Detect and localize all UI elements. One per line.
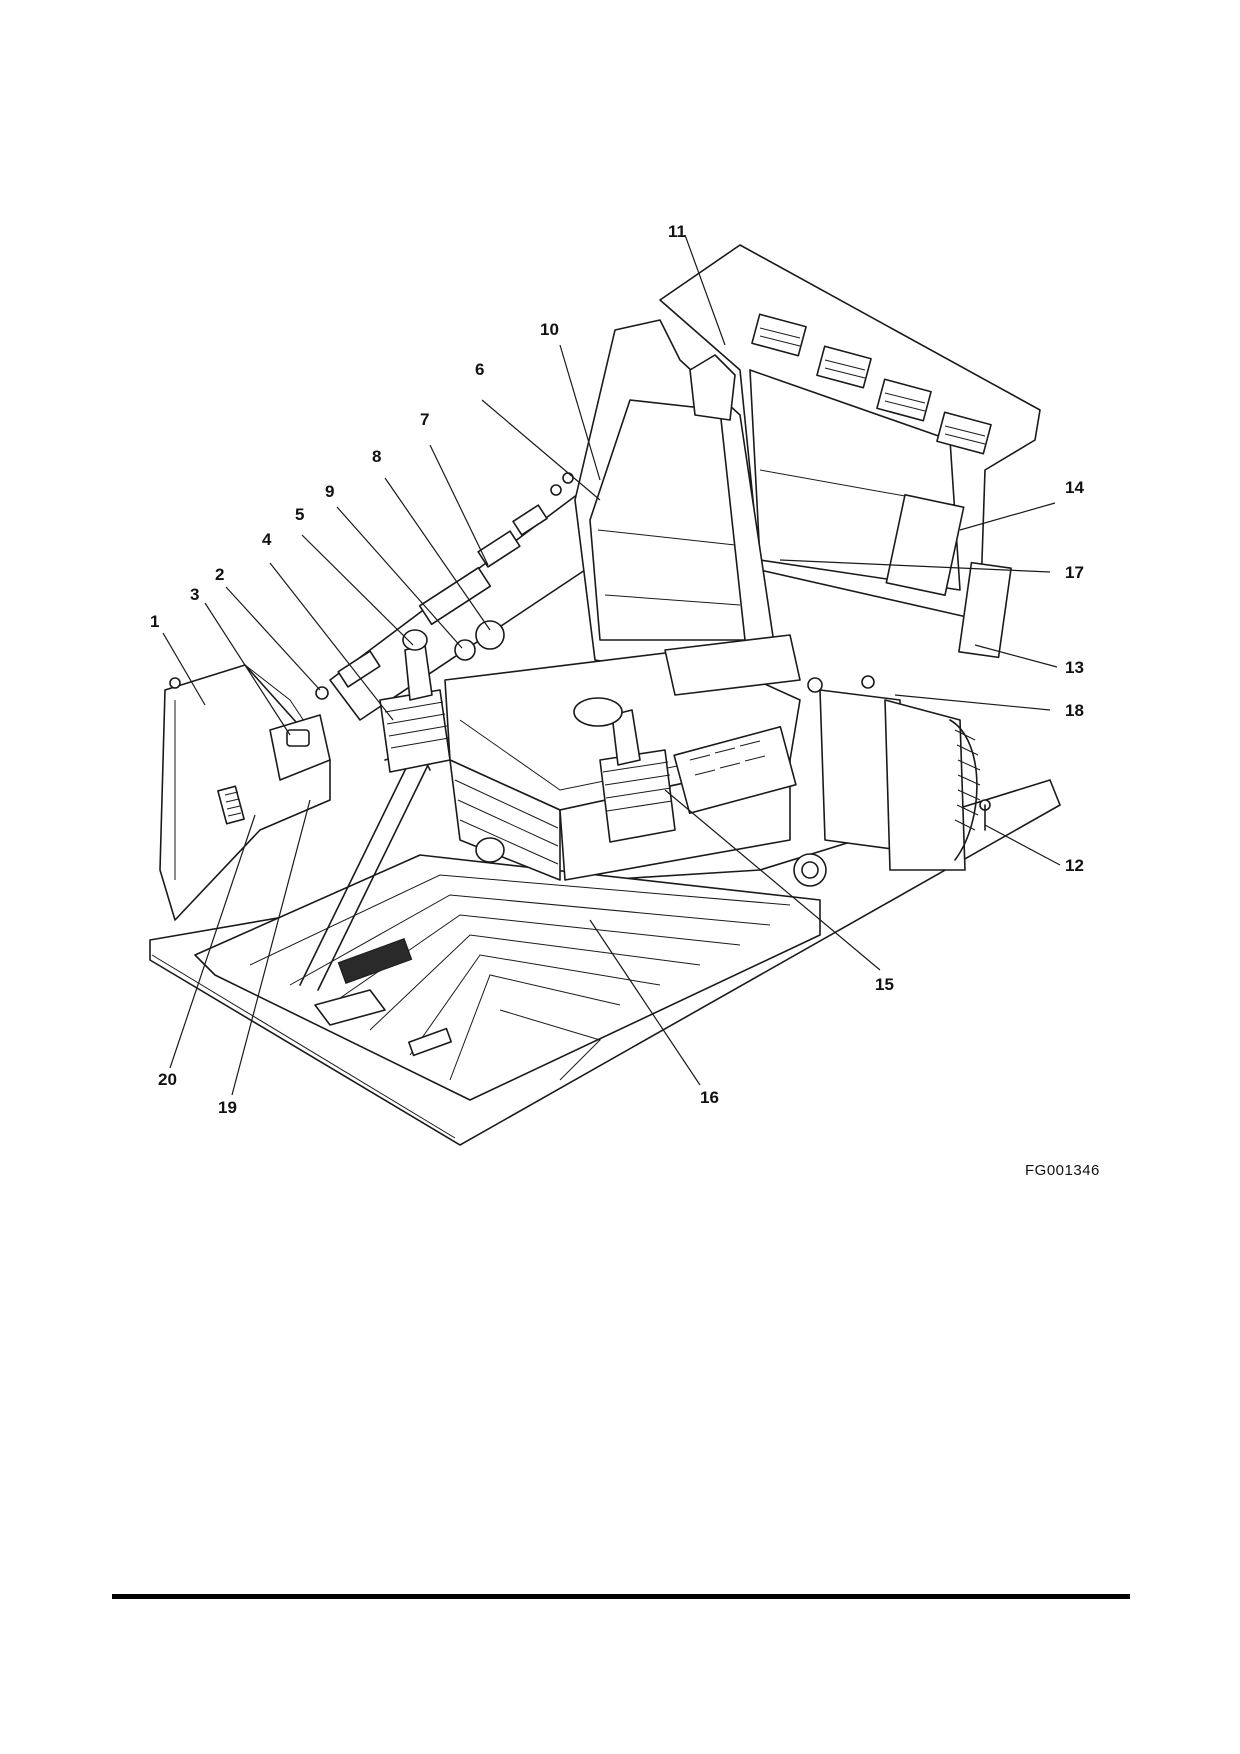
callout-13: 13 [1065,658,1084,677]
joystick-right [573,697,827,887]
callout-10: 10 [540,320,559,339]
joystick-left [379,620,505,773]
callout-4: 4 [262,530,272,549]
callout-1: 1 [150,612,159,631]
callout-2: 2 [215,565,224,584]
callout-12: 12 [1065,856,1084,875]
callout-16: 16 [700,1088,719,1107]
callout-3: 3 [190,585,199,604]
callout-5: 5 [295,505,304,524]
callout-6: 6 [475,360,484,379]
callout-15: 15 [875,975,894,994]
callout-labels: 1 2 3 4 5 6 7 8 9 10 11 12 13 14 15 16 1… [150,222,1084,1117]
callout-9: 9 [325,482,334,501]
callout-17: 17 [1065,563,1084,582]
side-dashboard [329,472,611,721]
callout-19: 19 [218,1098,237,1117]
callout-14: 14 [1065,478,1084,497]
callout-11: 11 [668,222,686,241]
leader-lines [162,234,1061,1096]
callout-18: 18 [1065,701,1084,720]
left-control-panel [269,686,331,781]
figure-code: FG001346 [1025,1162,1100,1179]
air-vents [751,313,992,455]
hvac-unit [807,561,1012,871]
footer-rule [112,1594,1130,1599]
floor-mat [194,854,821,1101]
callout-20: 20 [158,1070,177,1089]
callout-8: 8 [372,447,381,466]
callout-7: 7 [420,410,429,429]
left-console [159,664,331,921]
